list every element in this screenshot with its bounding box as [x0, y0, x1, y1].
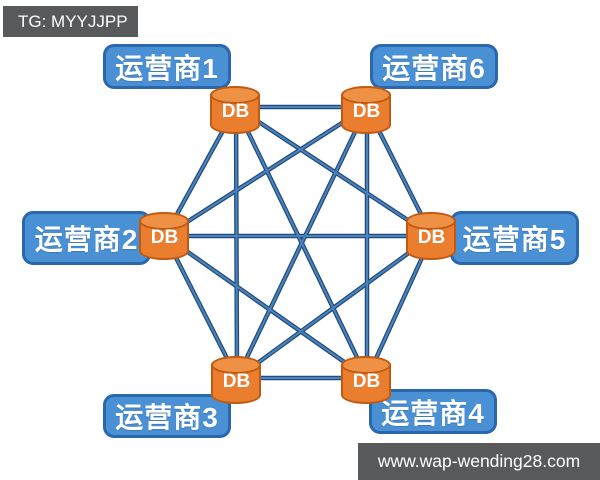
node-operator-4-label: 运营商4	[381, 397, 485, 429]
connection-line-operator-1-operator-5	[235, 106, 433, 237]
db-cylinder-operator-6: DB	[341, 86, 392, 134]
connection-line-operator-3-operator-5	[236, 235, 433, 379]
connection-line-operator-1-operator-3	[235, 106, 238, 379]
node-operator-6-label: 运营商6	[382, 52, 486, 84]
node-operator-1-label: 运营商1	[115, 52, 219, 84]
node-operator-2-label: 运营商2	[34, 224, 139, 255]
db-cylinder-operator-1: DB	[210, 86, 261, 134]
connection-line-operator-2-operator-6	[164, 106, 368, 237]
node-operator-3-label: 运营商3	[115, 402, 219, 433]
tg-watermark: TG: MYYJJPP	[3, 6, 138, 37]
db-label: DB	[417, 227, 446, 248]
node-operator-5-label: 运营商5	[462, 224, 567, 255]
db-cylinder-operator-5: DB	[406, 212, 457, 260]
db-label: DB	[222, 371, 251, 392]
db-cylinder-operator-4: DB	[341, 356, 392, 404]
node-operator-3: 运营商3	[103, 394, 231, 438]
node-operator-2: 运营商2	[22, 211, 151, 265]
db-label: DB	[352, 101, 381, 122]
node-operator-1: 运营商1	[103, 44, 231, 89]
db-label: DB	[221, 101, 250, 122]
db-cylinder-operator-2: DB	[139, 212, 190, 260]
db-label: DB	[150, 227, 179, 248]
connection-line-operator-2-operator-4	[164, 235, 368, 379]
connection-line-operator-3-operator-6	[236, 106, 368, 379]
db-cylinder-operator-3: DB	[211, 356, 262, 404]
node-operator-5: 运营商5	[450, 211, 579, 265]
site-watermark: www.wap-wending28.com	[358, 443, 600, 480]
db-label: DB	[352, 371, 381, 392]
node-operator-6: 运营商6	[370, 44, 498, 89]
